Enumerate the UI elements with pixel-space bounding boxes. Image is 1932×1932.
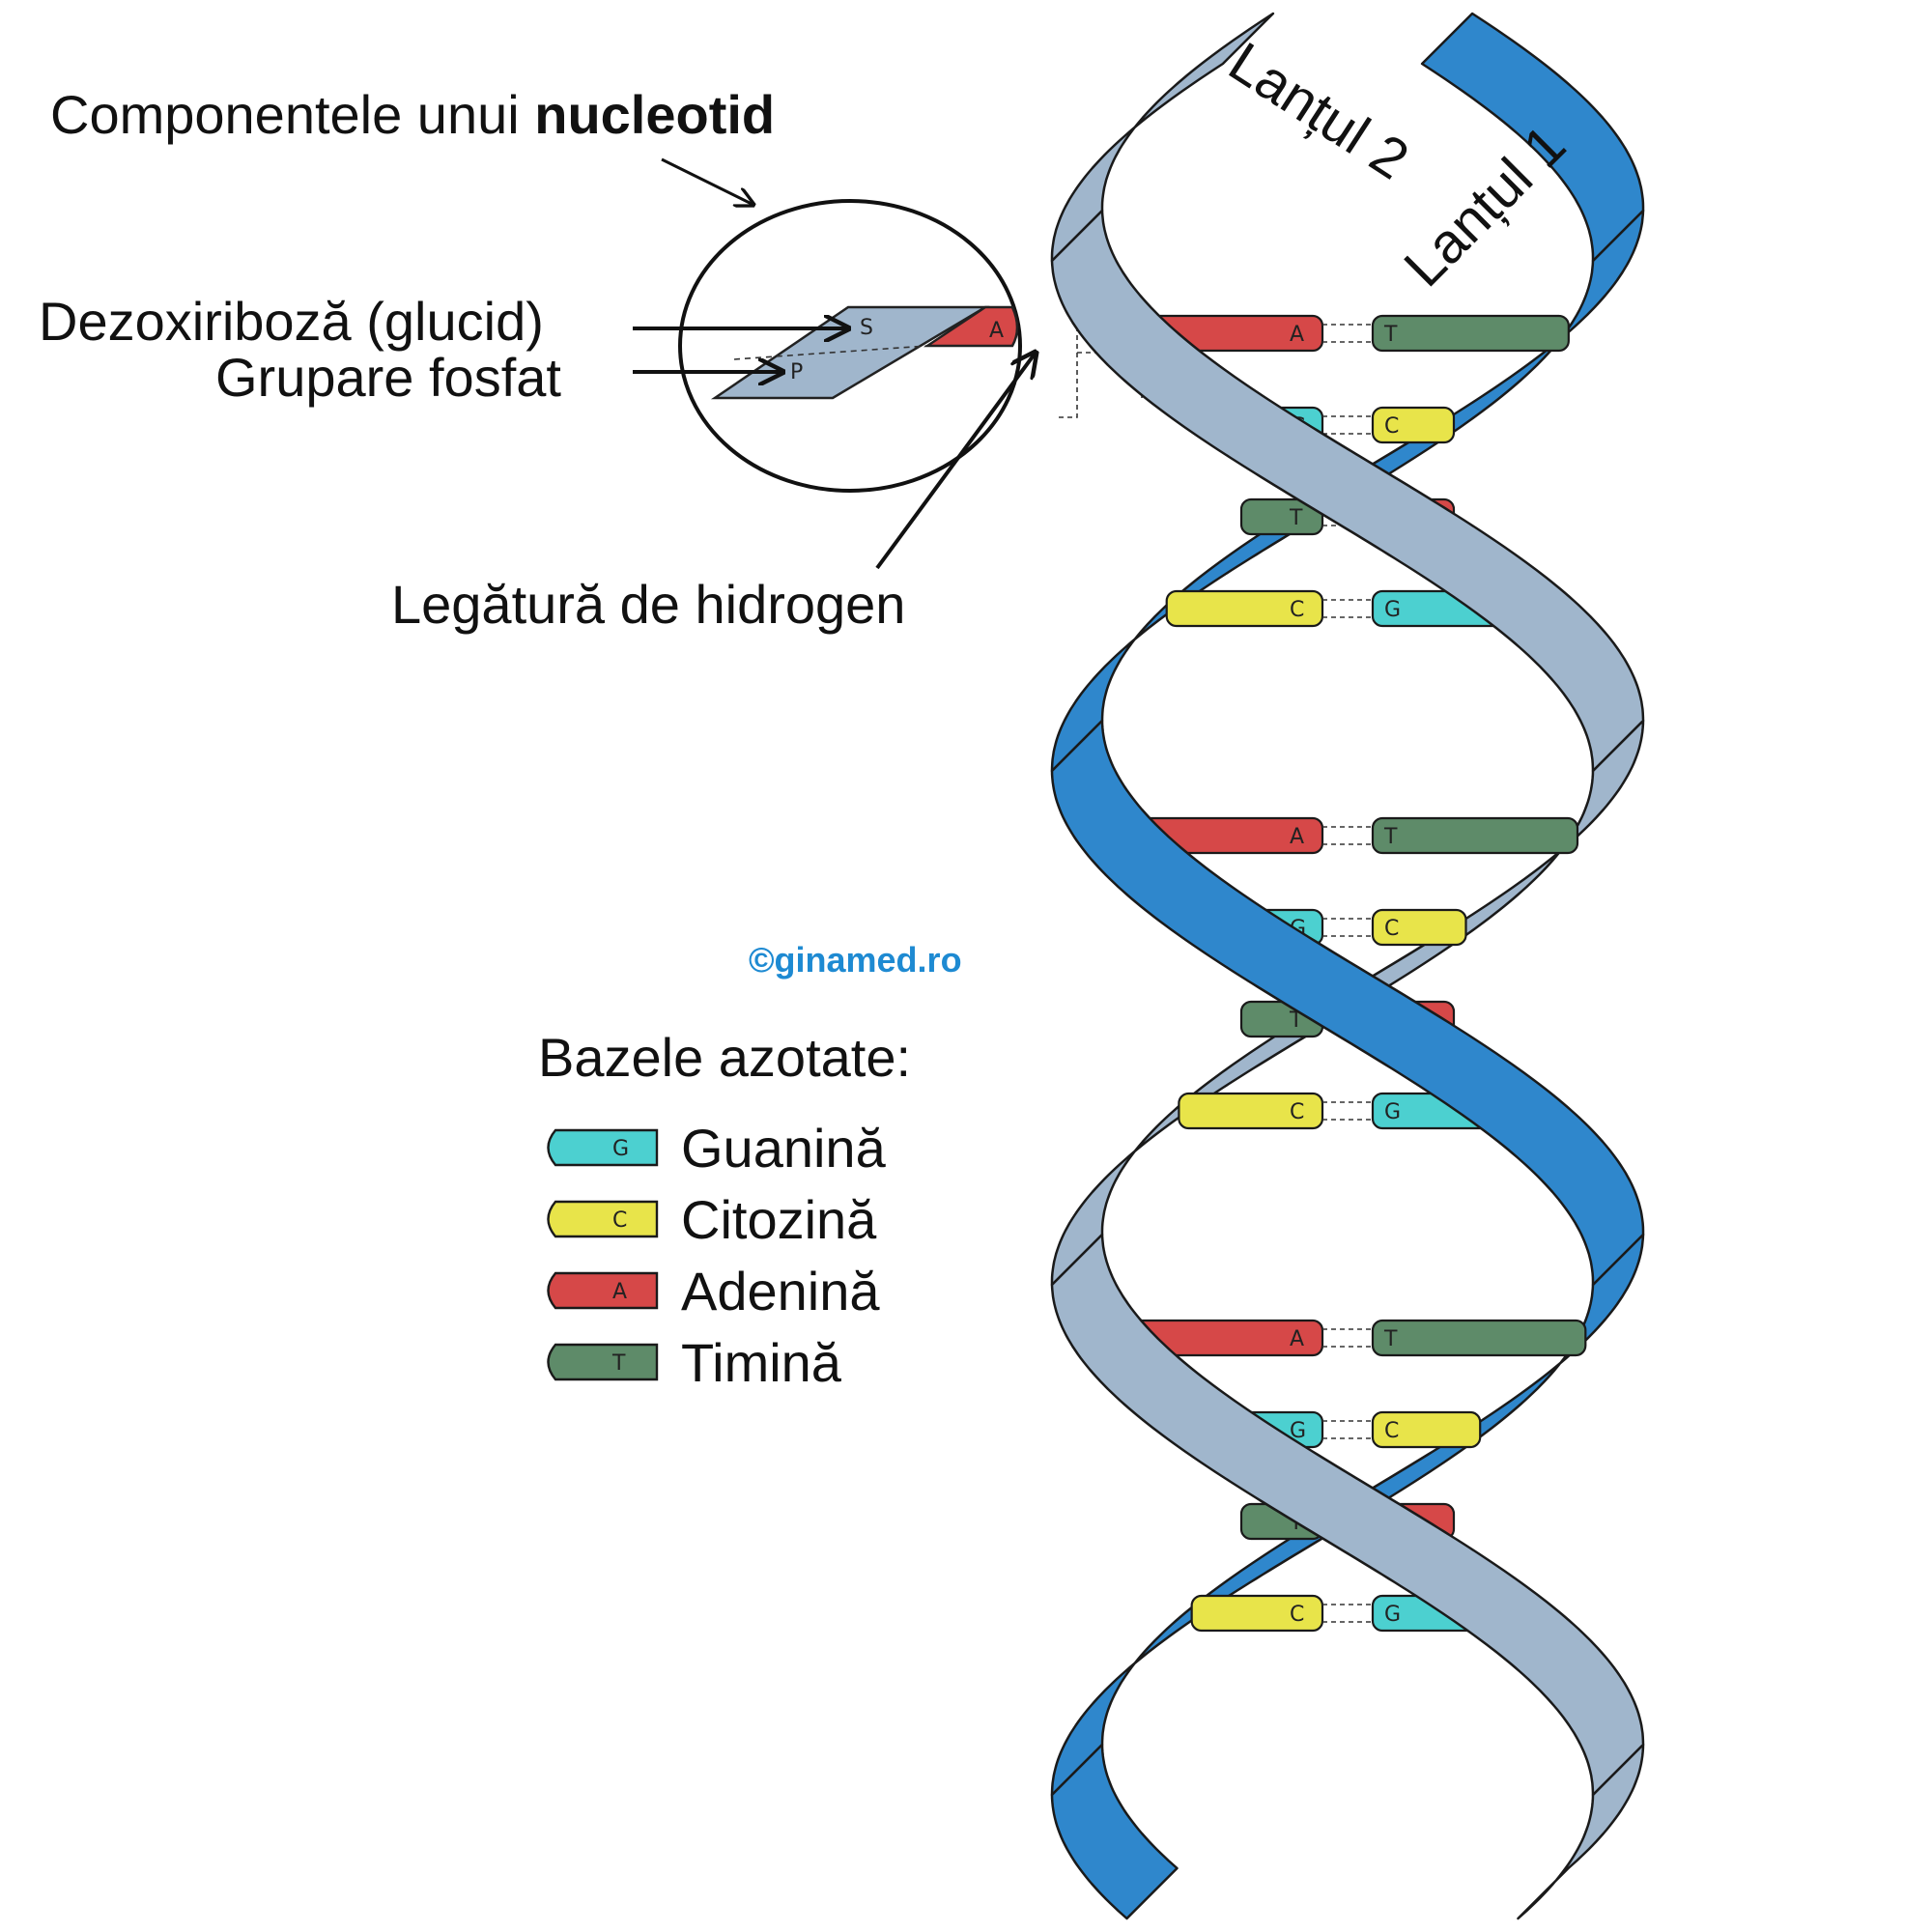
legend-item-Guanină: G Guanină <box>547 1118 887 1179</box>
title-arrow <box>661 157 753 205</box>
legend-item-Adenină: A Adenină <box>547 1261 880 1321</box>
base-C <box>1165 589 1324 628</box>
strand1-segment-3 <box>1050 1233 1645 1797</box>
nucleotide-circle <box>678 199 1022 493</box>
diagram-title: Componentele unui nucleotid <box>50 84 775 145</box>
copyright-text: ©ginamed.ro <box>749 940 962 980</box>
base-C <box>1178 1092 1324 1130</box>
legend-swatch-letter: T <box>611 1351 626 1376</box>
legend-item-Citozină: C Citozină <box>547 1189 877 1250</box>
title-bold: nucleotid <box>534 84 775 145</box>
strand1-segment-1 <box>1050 209 1645 773</box>
legend-label: Adenină <box>681 1261 880 1321</box>
legend-swatch <box>547 1271 659 1310</box>
sugar-label: Dezoxiriboză (glucid) <box>39 291 544 352</box>
legend-swatch <box>547 1128 659 1167</box>
sugar-phosphate-block <box>710 305 990 400</box>
strand1-segment-4 <box>1517 1743 1645 1920</box>
legend-label: Citozină <box>681 1189 877 1250</box>
hbond-arrow <box>875 353 1036 570</box>
legend-swatch-letter: A <box>612 1280 627 1304</box>
base-letter: T <box>1383 1327 1398 1351</box>
helix-front-layer <box>1050 12 1645 1920</box>
phosphate-label: Grupare fosfat <box>215 347 561 408</box>
legend-title: Bazele azotate: <box>538 1027 911 1088</box>
inset-adenine <box>923 305 1019 348</box>
strand2-segment-0 <box>1420 12 1645 263</box>
base-letter: C <box>1384 1419 1399 1443</box>
title-prefix: Componentele unui <box>50 84 534 145</box>
legend-swatch <box>547 1343 659 1381</box>
base-letter: C <box>1384 414 1399 439</box>
base-letter: T <box>1383 825 1398 849</box>
base-T <box>1371 314 1570 353</box>
base-letter: A <box>1290 1327 1304 1351</box>
legend-swatch-letter: C <box>612 1208 627 1233</box>
inset-adenine-letter: A <box>989 319 1004 343</box>
base-T <box>1371 816 1579 855</box>
base-T <box>1239 497 1324 536</box>
legend-label: Timină <box>681 1332 842 1393</box>
base-letter: C <box>1290 1100 1304 1124</box>
inset-sugar-marker: S <box>860 316 873 340</box>
legend-swatch-letter: G <box>612 1137 629 1161</box>
base-C <box>1371 908 1467 947</box>
base-letter: C <box>1290 598 1304 622</box>
base-letter: G <box>1384 1603 1401 1627</box>
hbond-label: Legătură de hidrogen <box>391 574 905 635</box>
strand1-label: Lanțul 1 <box>1392 113 1577 298</box>
base-letter: G <box>1384 598 1401 622</box>
base-letter: T <box>1289 506 1303 530</box>
legend-label: Guanină <box>681 1118 887 1179</box>
inset-phosphate-marker: P <box>790 360 803 384</box>
base-letter: A <box>1290 323 1304 347</box>
base-T <box>1371 1319 1587 1357</box>
base-C <box>1371 1410 1482 1449</box>
inset-separator <box>733 345 928 360</box>
base-letter: C <box>1384 917 1399 941</box>
base-letter: T <box>1289 1009 1303 1033</box>
base-C <box>1371 406 1456 444</box>
base-letter: C <box>1290 1603 1304 1627</box>
legend-swatch <box>547 1200 659 1238</box>
base-letter: T <box>1383 323 1398 347</box>
base-letter: A <box>1290 825 1304 849</box>
strand2-label: Lanțul 2 <box>1218 30 1420 191</box>
base-C <box>1190 1594 1324 1633</box>
base-letter: G <box>1290 1419 1306 1443</box>
base-letter: G <box>1384 1100 1401 1124</box>
strand2-segment-4 <box>1050 1743 1179 1920</box>
strand2-segment-2 <box>1050 719 1645 1287</box>
legend-item-Timină: T Timină <box>547 1332 842 1393</box>
